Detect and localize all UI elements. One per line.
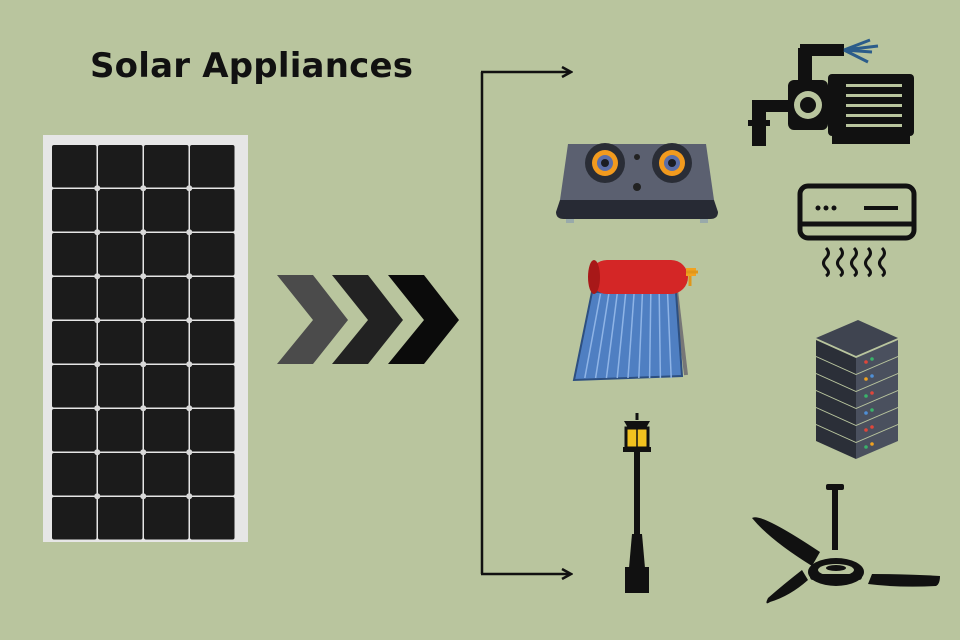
flow-chevrons [277,275,459,364]
panel-cell [52,321,97,364]
panel-cell [144,145,189,188]
panel-cell [190,497,235,540]
street-lamp-icon [623,413,651,593]
solar-panel-cells [52,145,235,540]
panel-cell [98,453,143,496]
panel-cell [190,365,235,408]
solar-panel [43,135,248,542]
panel-cell [98,321,143,364]
panel-cell [98,145,143,188]
panel-cell [52,277,97,320]
panel-cell [144,233,189,276]
panel-cell [144,409,189,452]
panel-cell [190,277,235,320]
panel-cell [52,189,97,232]
panel-cell [190,409,235,452]
gas-stove-icon [556,143,718,223]
panel-cell [98,365,143,408]
distribution-bracket [480,72,570,574]
panel-cell [144,497,189,540]
solar-water-heater-icon [572,260,698,382]
water-pump-icon [748,38,914,146]
panel-cell [52,145,97,188]
air-conditioner-icon [797,183,917,278]
panel-cell [190,233,235,276]
diagram-title: Solar Appliances [90,46,414,86]
server-rack-icon [816,320,898,459]
ceiling-fan-icon [752,484,940,604]
panel-cell [52,233,97,276]
panel-cell [98,409,143,452]
chevron-2 [332,275,403,364]
panel-cell [190,189,235,232]
panel-cell [52,365,97,408]
panel-cell [144,453,189,496]
chevron-3 [388,275,459,364]
panel-cell [98,277,143,320]
panel-cell [52,409,97,452]
panel-cell [52,497,97,540]
chevron-1 [277,275,348,364]
panel-cell [144,321,189,364]
panel-cell [144,277,189,320]
panel-cell [190,145,235,188]
panel-cell [190,453,235,496]
panel-cell [144,189,189,232]
panel-cell [98,189,143,232]
panel-cell [190,321,235,364]
panel-cell [98,233,143,276]
panel-cell [144,365,189,408]
panel-cell [52,453,97,496]
panel-cell [98,497,143,540]
